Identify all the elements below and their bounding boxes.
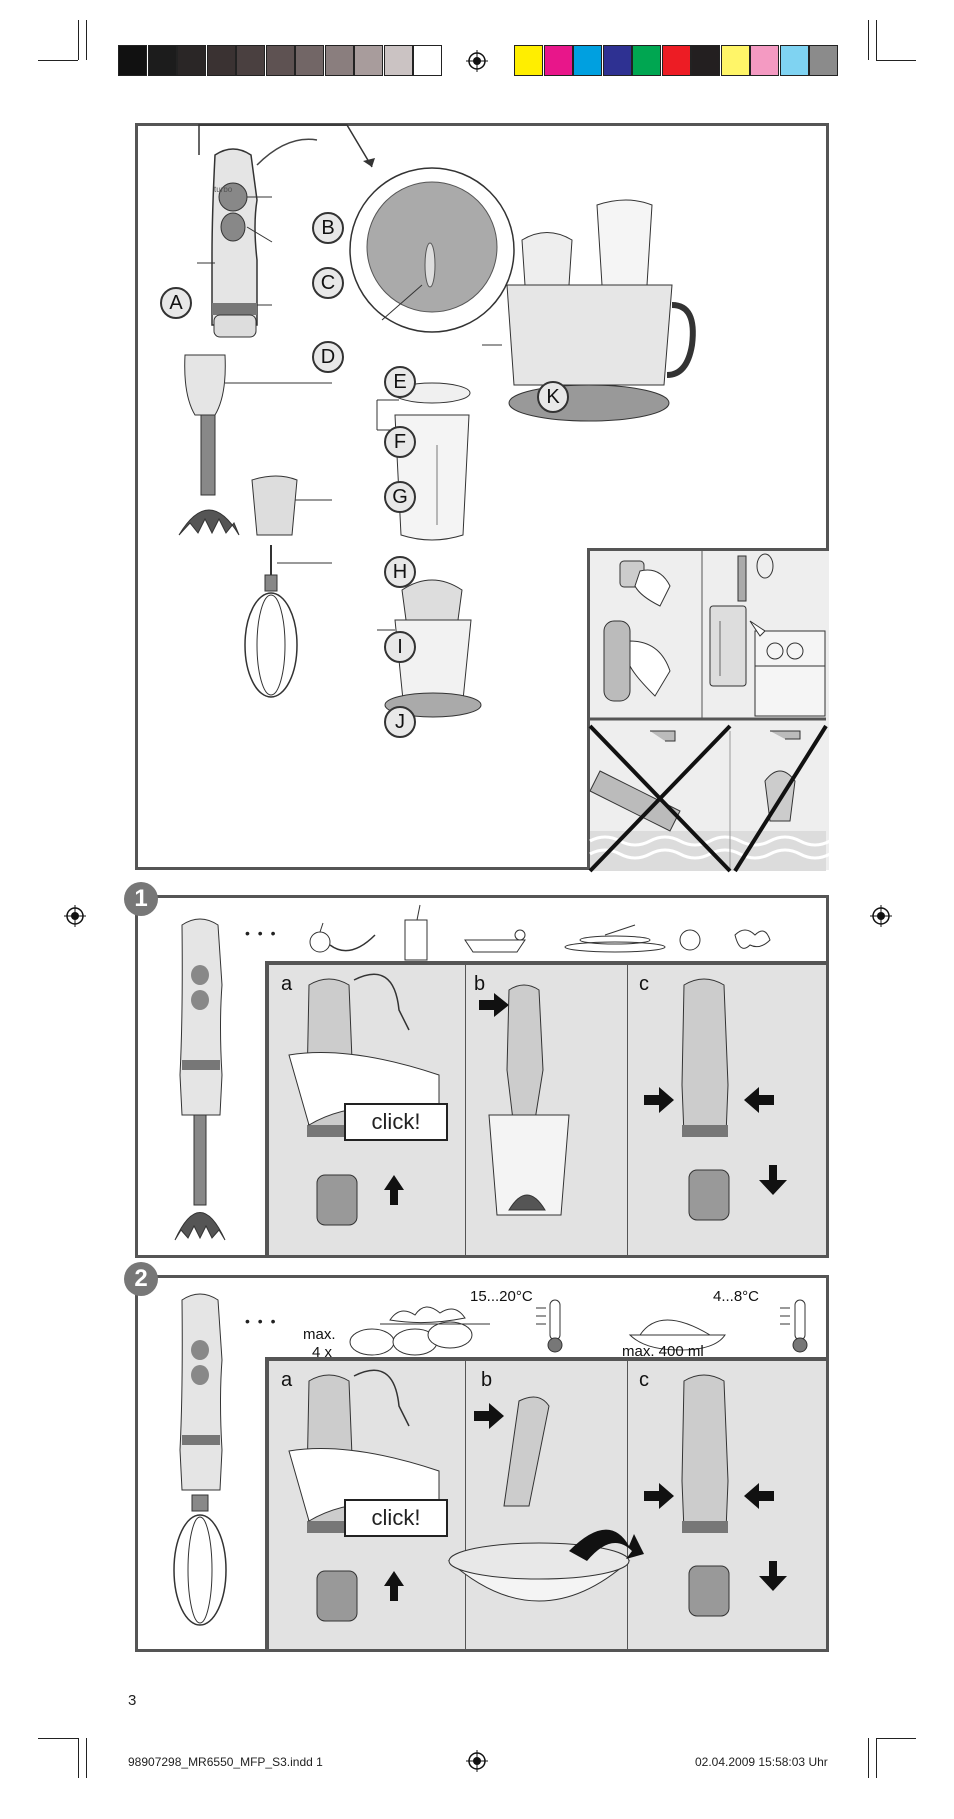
gray-swatch bbox=[118, 45, 147, 76]
part-label-f: F bbox=[384, 426, 416, 458]
gray-swatch bbox=[383, 45, 413, 76]
registration-mark-icon bbox=[466, 50, 488, 72]
page-number: 3 bbox=[128, 1692, 137, 1709]
overview-illustration bbox=[178, 124, 696, 718]
turbo-label: turbo bbox=[214, 185, 233, 194]
crop-mark bbox=[78, 1738, 79, 1778]
crop-mark bbox=[78, 20, 79, 60]
divider bbox=[627, 1361, 628, 1649]
registration-mark-icon bbox=[466, 1750, 488, 1772]
cleaning-illustration bbox=[590, 551, 826, 721]
substep-c-label: c bbox=[639, 1369, 649, 1391]
gray-swatch bbox=[177, 45, 206, 76]
part-label-h: H bbox=[384, 556, 416, 588]
color-swatch bbox=[691, 45, 720, 76]
click-callout: click! bbox=[344, 1103, 448, 1141]
part-label-g: G bbox=[384, 481, 416, 513]
gray-swatch bbox=[413, 45, 442, 76]
click-callout: click! bbox=[344, 1499, 448, 1537]
gray-swatch bbox=[236, 45, 265, 76]
substep-b-label: b bbox=[481, 1369, 493, 1391]
color-swatch bbox=[573, 45, 602, 76]
gray-swatch bbox=[324, 45, 354, 76]
part-label-d: D bbox=[312, 341, 344, 373]
crop-mark bbox=[876, 1738, 877, 1778]
part-label-b: B bbox=[312, 212, 344, 244]
substep-c-label: c bbox=[639, 973, 649, 995]
max-eggs-label-2: 4 x bbox=[312, 1344, 333, 1361]
substep-b-label: b bbox=[474, 973, 486, 995]
temp-cream-label: 4...8°C bbox=[713, 1288, 760, 1305]
step2-steps-area: a b c click! bbox=[265, 1357, 826, 1649]
divider bbox=[465, 1361, 466, 1649]
color-swatch bbox=[514, 45, 543, 76]
color-swatch bbox=[720, 45, 750, 76]
divider bbox=[465, 965, 466, 1255]
step1-number: 1 bbox=[124, 882, 158, 916]
part-label-a: A bbox=[160, 287, 192, 319]
temp-eggs-label: 15...20°C bbox=[470, 1288, 533, 1305]
gray-swatch bbox=[295, 45, 324, 76]
gray-swatch bbox=[354, 45, 383, 76]
step1-steps-area: a b c click! bbox=[265, 961, 826, 1255]
step1-food-icons bbox=[309, 904, 771, 961]
divider bbox=[627, 965, 628, 1255]
crop-mark bbox=[876, 60, 916, 61]
gray-swatch bbox=[265, 45, 295, 76]
part-label-k: K bbox=[537, 381, 569, 413]
crop-mark bbox=[86, 1738, 87, 1778]
crop-mark bbox=[876, 20, 877, 60]
color-swatch bbox=[750, 45, 779, 76]
color-swatch bbox=[632, 45, 661, 76]
step1-illustrations bbox=[288, 973, 787, 1226]
registration-mark-icon bbox=[64, 905, 86, 927]
step2-ingredient-icons bbox=[349, 1299, 808, 1356]
cleaning-panel bbox=[587, 548, 831, 873]
part-label-e: E bbox=[384, 366, 416, 398]
crop-mark bbox=[868, 20, 869, 60]
substep-a-label: a bbox=[281, 1369, 293, 1391]
part-label-j: J bbox=[384, 706, 416, 738]
part-label-i: I bbox=[384, 631, 416, 663]
substep-a-label: a bbox=[281, 973, 293, 995]
crop-mark bbox=[38, 1738, 78, 1739]
step1-dots: • • • bbox=[245, 925, 278, 941]
gray-swatch bbox=[206, 45, 236, 76]
part-label-c: C bbox=[312, 267, 344, 299]
color-swatch bbox=[779, 45, 809, 76]
step2-number: 2 bbox=[124, 1262, 158, 1296]
step2-blender-with-whisk bbox=[173, 1293, 227, 1626]
crop-mark bbox=[876, 1738, 916, 1739]
crop-mark bbox=[38, 60, 78, 61]
max-cream-label: max. 400 ml bbox=[622, 1343, 704, 1360]
gray-swatch bbox=[147, 45, 177, 76]
crop-mark bbox=[868, 1738, 869, 1778]
footer-timestamp: 02.04.2009 15:58:03 Uhr bbox=[695, 1755, 828, 1769]
color-swatch bbox=[602, 45, 632, 76]
registration-mark-icon bbox=[870, 905, 892, 927]
max-eggs-label-1: max. bbox=[303, 1326, 336, 1343]
color-swatch bbox=[809, 45, 838, 76]
step1-blender-assembled bbox=[174, 918, 226, 1241]
color-swatch bbox=[661, 45, 691, 76]
footer-filename: 98907298_MR6550_MFP_S3.indd 1 bbox=[128, 1755, 323, 1769]
step2-dots: • • • bbox=[245, 1313, 278, 1329]
crop-mark bbox=[86, 20, 87, 60]
do-not-immerse-illustration bbox=[588, 724, 831, 873]
color-swatch bbox=[543, 45, 573, 76]
